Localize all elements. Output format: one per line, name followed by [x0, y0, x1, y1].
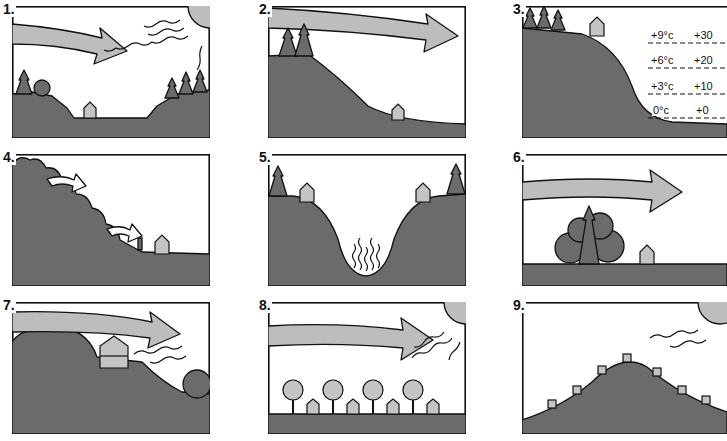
- panel-number: 5.: [258, 150, 272, 165]
- panel-number: 6.: [512, 150, 526, 165]
- panel-number: 2.: [258, 2, 272, 17]
- panel-number: 8.: [258, 298, 272, 313]
- temperature-label: +6°c: [650, 54, 674, 66]
- temperature-label: 0°c: [652, 104, 670, 116]
- height-label: +20: [693, 54, 714, 66]
- height-label: +0: [695, 104, 710, 116]
- panel-number: 1.: [2, 2, 16, 17]
- height-label: +10: [693, 80, 714, 92]
- panel-number: 7.: [2, 298, 16, 313]
- panel-number: 9.: [512, 298, 526, 313]
- panel-number: 4.: [2, 150, 16, 165]
- temperature-label: +3°c: [650, 80, 674, 92]
- panel-number: 3.: [512, 2, 526, 17]
- temperature-label: +9°c: [650, 29, 674, 41]
- height-label: +30: [693, 29, 714, 41]
